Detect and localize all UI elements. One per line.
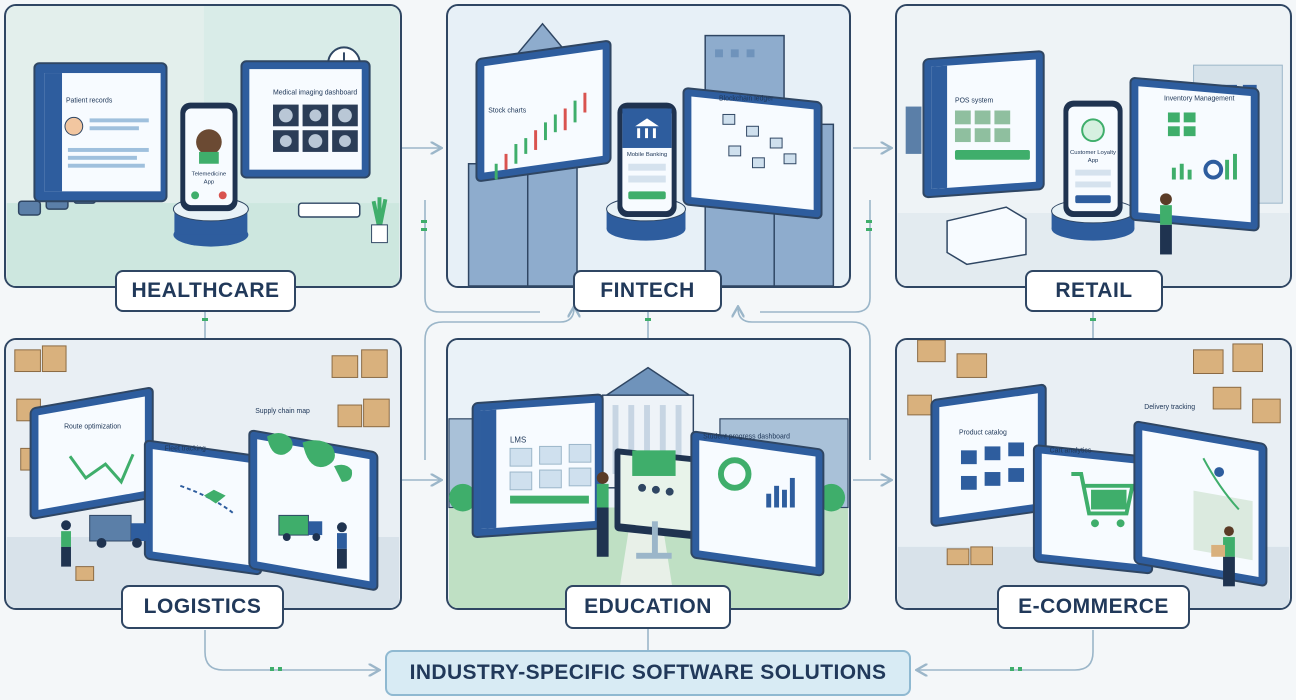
label-healthcare[interactable]: HEALTHCARE [115,270,296,312]
lms-label: LMS [510,435,526,444]
panel-fintech: Stock charts Mobile Banking Blockchain l… [446,4,851,288]
heart-icon [1081,118,1105,143]
loyalty-app-label-2: App [1088,158,1099,164]
progress-donut [717,457,752,491]
label-retail[interactable]: RETAIL [1025,270,1163,312]
call-end-icon [218,191,227,200]
fintech-scene: Stock charts Mobile Banking Blockchain l… [448,6,849,286]
shopping-cart-icon [1071,472,1135,528]
solutions-banner[interactable]: INDUSTRY-SPECIFIC SOFTWARE SOLUTIONS [385,650,911,696]
education-scene: LMS Student progress dashboard [448,340,849,608]
loyalty-app-label: Customer Loyalty [1070,150,1116,156]
label-fintech[interactable]: FINTECH [573,270,722,312]
panel-ecommerce: Product catalog Cart analytics Delivery … [895,338,1292,610]
route-optimization-label: Route optimization [64,424,121,431]
patient-records-label: Patient records [66,98,113,105]
product-catalog-label: Product catalog [959,430,1007,437]
delivery-tracking-label: Delivery tracking [1144,404,1195,411]
blockchain-ledger-label: Blockchain ledger [719,96,774,103]
telemedicine-label-2: App [204,179,215,185]
panel-education: LMS Student progress dashboard [446,338,851,610]
panel-retail: POS system Customer Loyalty App Inventor… [895,4,1292,288]
panel-healthcare: Patient records Telemedicine App Medical… [4,4,402,288]
medical-imaging-label: Medical imaging dashboard [273,90,357,97]
pos-system-label: POS system [955,98,994,105]
student-progress-label: Student progress dashboard [703,434,790,441]
healthcare-scene: Patient records Telemedicine App Medical… [6,6,400,286]
panel-logistics: Route optimization Fleet tracking Supply… [4,338,402,610]
map-pin-icon [1214,467,1225,477]
logistics-scene: Route optimization Fleet tracking Supply… [6,340,400,608]
route-line [68,453,135,485]
bank-icon [635,118,659,139]
label-education[interactable]: EDUCATION [565,585,731,629]
fleet-tracking-label: Fleet tracking [165,445,206,452]
truck-icon [89,514,149,548]
truck-icon-2 [278,514,323,541]
cart-analytics-label: Cart analytics [1050,447,1092,454]
label-logistics[interactable]: LOGISTICS [121,585,284,629]
retail-scene: POS system Customer Loyalty App Inventor… [897,6,1290,286]
supply-chain-map-label: Supply chain map [255,408,310,415]
stock-charts-label: Stock charts [488,107,526,114]
mobile-banking-label: Mobile Banking [627,152,667,158]
label-ecommerce[interactable]: E-COMMERCE [997,585,1190,629]
call-accept-icon [191,191,200,200]
telemedicine-label: Telemedicine [192,172,227,178]
inventory-management-label: Inventory Management [1164,96,1235,103]
ecommerce-scene: Product catalog Cart analytics Delivery … [897,340,1290,608]
